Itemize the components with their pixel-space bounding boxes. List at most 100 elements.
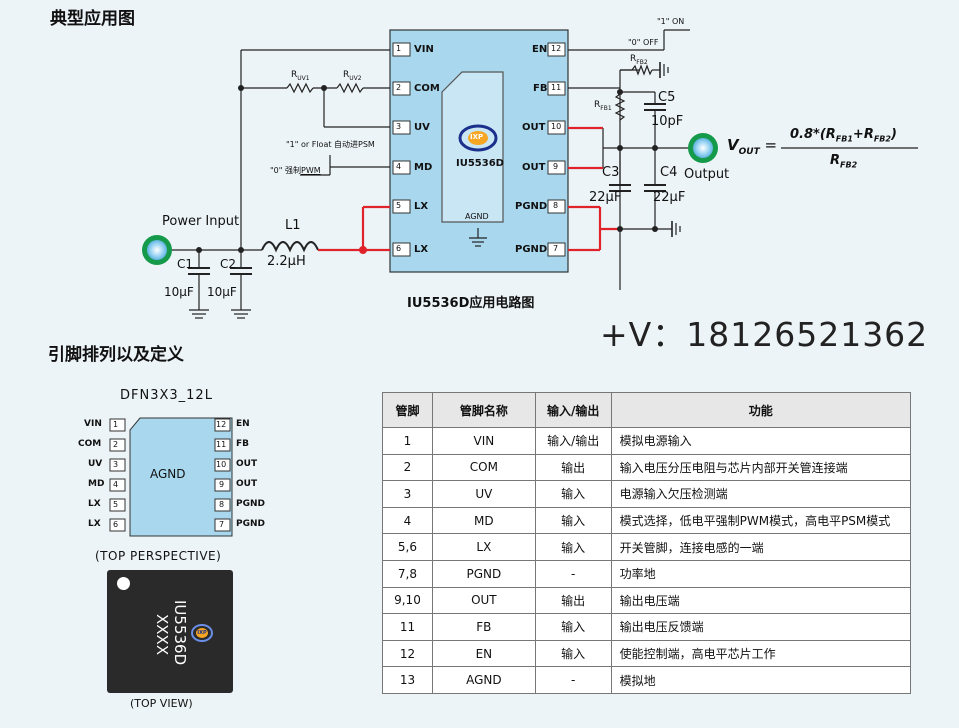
pin-number: 6	[396, 244, 402, 253]
pin-name: UV	[414, 122, 430, 133]
cell: 7,8	[382, 559, 433, 588]
package-pinout-diagram	[109, 417, 233, 537]
cell: MD	[431, 506, 536, 535]
power-input-label: Power Input	[162, 214, 240, 229]
chip-name: IU5536D	[456, 158, 504, 169]
cell: 模拟电源输入	[610, 427, 912, 455]
pkg-pin-name: EN	[236, 419, 250, 429]
pkg-pin-name: COM	[78, 439, 102, 449]
formula-numerator: 0.8*(RFB1+RFB2)	[790, 127, 897, 144]
pin-name: FB	[533, 83, 548, 94]
pin-number: 3	[396, 122, 402, 131]
power-input-terminal	[142, 235, 172, 265]
c1-value: 10μF	[164, 285, 194, 299]
cell: PGND	[431, 559, 536, 588]
pin-name: MD	[414, 162, 433, 173]
chip-agnd-label: AGND	[465, 212, 489, 221]
header-io: 输入/输出	[534, 392, 612, 428]
pin-number: 8	[553, 201, 559, 210]
package-agnd-label: AGND	[150, 467, 186, 481]
logo-text: IXP	[196, 628, 208, 638]
cell: 输入	[534, 639, 612, 668]
c2-value: 10μF	[207, 285, 237, 299]
cell: 输入/输出	[534, 427, 612, 455]
cell: -	[534, 559, 612, 588]
chip-marking-2: XXXX	[153, 614, 171, 656]
cell: 使能控制端，高电平芯片工作	[610, 639, 912, 668]
cell: 2	[382, 453, 433, 482]
cell: EN	[431, 639, 536, 668]
cell: UV	[431, 480, 536, 508]
pkg-pin-name: MD	[88, 479, 105, 489]
phone-number: +V：18126521362	[600, 315, 929, 354]
pin-number: 11	[551, 83, 562, 92]
en-off-label: "0" OFF	[628, 38, 659, 47]
ruv2-label: RUV2	[343, 70, 362, 82]
cell: 输出	[534, 586, 612, 615]
cell: 12	[382, 639, 433, 668]
c5-label: C5	[658, 90, 676, 105]
top-view-label: (TOP VIEW)	[130, 697, 193, 710]
rfb1-label: RFB1	[594, 100, 612, 112]
cell: 输入电压分压电阻与芯片内部开关管连接端	[610, 453, 912, 482]
cell: 5,6	[382, 533, 433, 561]
cell: 模式选择，低电平强制PWM模式，高电平PSM模式	[610, 506, 912, 535]
pkg-pin-number: 1	[113, 420, 119, 429]
pkg-pin-number: 12	[216, 420, 227, 429]
pin-name: VIN	[414, 44, 434, 55]
cell: 输入	[534, 613, 612, 641]
pin-number: 1	[396, 44, 402, 53]
pin-name: OUT	[522, 162, 546, 173]
pkg-pin-number: 5	[113, 500, 119, 509]
cell: 输出电压端	[610, 586, 912, 615]
pkg-pin-name: UV	[88, 459, 103, 469]
pkg-pin-name: OUT	[236, 479, 258, 489]
ixp-logo-icon: IXP	[191, 624, 213, 642]
inductor-value: 2.2μH	[267, 254, 306, 269]
pin-number: 2	[396, 83, 402, 92]
pkg-pin-name: LX	[88, 519, 101, 529]
rfb2-label: RFB2	[630, 54, 648, 66]
vout-label: VOUT =	[727, 136, 778, 157]
pin-name: EN	[532, 44, 548, 55]
pin-number: 9	[553, 162, 559, 171]
cell: 输入	[534, 506, 612, 535]
header-function: 功能	[610, 392, 912, 428]
c5-value: 10pF	[651, 114, 684, 129]
cell: VIN	[431, 427, 536, 455]
cell: 11	[382, 613, 433, 641]
pkg-pin-name: VIN	[84, 419, 102, 429]
cell: 电源输入欠压检测端	[610, 480, 912, 508]
cell: FB	[431, 613, 536, 641]
ruv1-label: RUV1	[291, 70, 310, 82]
pin-number: 7	[553, 244, 559, 253]
output-terminal	[688, 133, 718, 163]
pkg-pin-number: 8	[219, 500, 225, 509]
pin-name: PGND	[515, 244, 548, 255]
table-header-row: 管脚 管脚名称 输入/输出 功能	[382, 392, 912, 428]
pkg-pin-number: 4	[113, 480, 119, 489]
schematic-caption: IU5536D应用电路图	[407, 296, 535, 311]
pkg-pin-name: OUT	[236, 459, 258, 469]
cell: 输入	[534, 480, 612, 508]
cell: AGND	[431, 666, 536, 694]
header-pin-name: 管脚名称	[431, 392, 536, 428]
en-on-label: "1" ON	[657, 17, 685, 26]
pkg-pin-number: 2	[113, 440, 119, 449]
pkg-pin-name: PGND	[236, 499, 265, 509]
pkg-pin-name: FB	[236, 439, 250, 449]
heading-typical-application: 典型应用图	[50, 9, 135, 29]
pin-name: OUT	[522, 122, 546, 133]
pin1-marker	[117, 577, 130, 590]
pkg-pin-number: 9	[219, 480, 225, 489]
cell: 输入	[534, 533, 612, 561]
cell: 1	[382, 427, 433, 455]
pin-name: PGND	[515, 201, 548, 212]
